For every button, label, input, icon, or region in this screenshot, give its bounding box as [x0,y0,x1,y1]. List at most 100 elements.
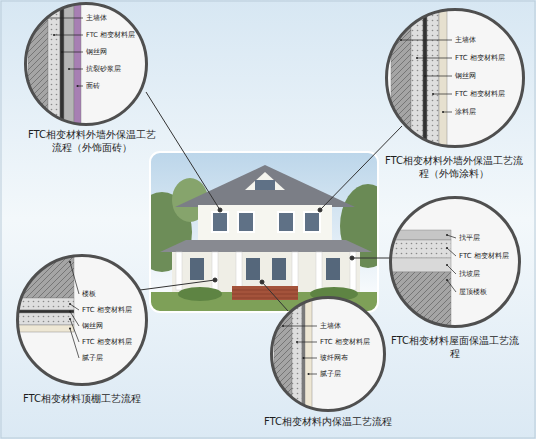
layer-band [60,2,64,126]
leader-line [297,342,317,343]
layer-band [389,240,451,258]
leader-line [70,312,79,327]
leader-lines [140,92,402,311]
layer-label: 钢丝网 [455,72,476,81]
layer-label: FTC 相变材料层 [455,90,505,99]
layer-band [292,296,302,412]
leader-line [69,69,83,70]
leader-dot [442,111,444,113]
layer-bands [274,296,317,412]
leader-dot [68,68,70,70]
layer-label: 玻纤网布 [320,354,348,363]
leader-line [70,319,79,342]
layer-band [411,8,423,148]
layer-label: 找平层 [459,234,480,243]
leader-dot [308,373,310,375]
layer-bands [389,230,456,328]
leader-line [62,52,83,53]
leader-dot [69,303,71,305]
process-caption: FTC相变材料内保温工艺流程 [240,415,416,428]
layer-label: 楼板 [82,290,96,299]
layer-label: FTC 相变材料层 [459,252,509,261]
layer-band [427,8,439,148]
layer-label: FTC 相变材料层 [455,54,505,63]
leader-line [70,304,79,310]
leader-dot [282,325,284,327]
leader-line [54,35,83,36]
layer-label: FTC 相变材料层 [82,306,132,315]
layer-label: 主墙体 [455,36,476,45]
layer-band [64,2,74,126]
leader-dot [69,328,71,330]
layer-band [16,313,74,325]
leader-dot [446,264,448,266]
leader-dot [416,57,418,59]
layer-label: 腻子层 [82,354,103,363]
leader-line [78,86,84,87]
leader-line [425,76,452,77]
leader-dot [53,34,55,36]
leader-line [417,58,452,59]
layer-band [305,296,312,412]
layer-bands [16,254,79,358]
circle-ring [391,198,520,327]
layer-section [389,196,521,328]
leader-dot [69,318,71,320]
photo-frame [150,152,378,312]
process-caption: FTC相变材料外墙外保温工艺流程（外饰涂料） [384,154,524,180]
leader-dot [424,75,426,77]
leader-line [401,40,452,41]
process-caption: FTC相变材料顶棚工艺流程 [10,392,154,405]
leader-line [283,326,317,327]
layer-band [389,272,451,328]
layer-band [16,325,74,332]
leader-dot [303,357,305,359]
leader-line [443,112,452,113]
leader-line [447,265,456,274]
leader-line [447,248,456,256]
house-photo [150,152,378,312]
process-caption: FTC相变材料外墙外保温工艺流程（外饰面砖） [24,128,160,154]
leader-line [70,329,79,359]
leader-line [70,262,79,294]
layer-bands [391,8,452,148]
leader-dot [446,247,448,249]
layer-label: 钢丝网 [82,322,103,331]
leader-dot [296,341,298,343]
layer-label: 找坡层 [459,270,480,279]
layer-label: FTC 相变材料层 [86,31,135,40]
layer-band [16,310,74,313]
callout-circle: FTC相变材料内保温工艺流程主墙体FTC 相变材料层玻纤网布腻子层 [270,296,386,412]
leader-line [447,280,456,292]
layer-label: 主墙体 [86,14,107,23]
circle-ring [387,10,524,147]
layer-label: FTC 相变材料层 [320,338,370,347]
layer-label: 抗裂砂浆层 [86,65,121,74]
leader-dot [446,234,448,236]
layer-label: 屋顶楼板 [459,288,487,297]
leader-dot [446,279,448,281]
callout-circle: FTC相变材料外墙外保温工艺流程（外饰涂料）主墙体FTC 相变材料层钢丝网FTC… [385,8,525,148]
leader-dot [69,261,71,263]
callout-circle: FTC相变材料顶棚工艺流程楼板FTC 相变材料层钢丝网FTC 相变材料层腻子层 [16,254,148,386]
layer-label: FTC 相变材料层 [82,338,132,347]
layer-band [16,298,74,310]
leader-line [309,374,318,375]
leader-dot [69,311,71,313]
layer-band [389,258,451,272]
layer-bands [28,2,83,126]
layer-section [16,254,148,386]
leader-line [447,235,456,238]
layer-band [74,2,81,126]
leader-dot [37,17,39,19]
leader-dot [61,51,63,53]
layer-label: 主墙体 [320,322,341,331]
circle-ring [18,256,147,385]
layer-band [439,8,447,148]
circle-ring [26,4,147,125]
leader-line [433,94,452,95]
layer-label: 涂料层 [455,108,476,117]
process-caption: FTC相变材料屋面保温工艺流程 [390,334,520,360]
